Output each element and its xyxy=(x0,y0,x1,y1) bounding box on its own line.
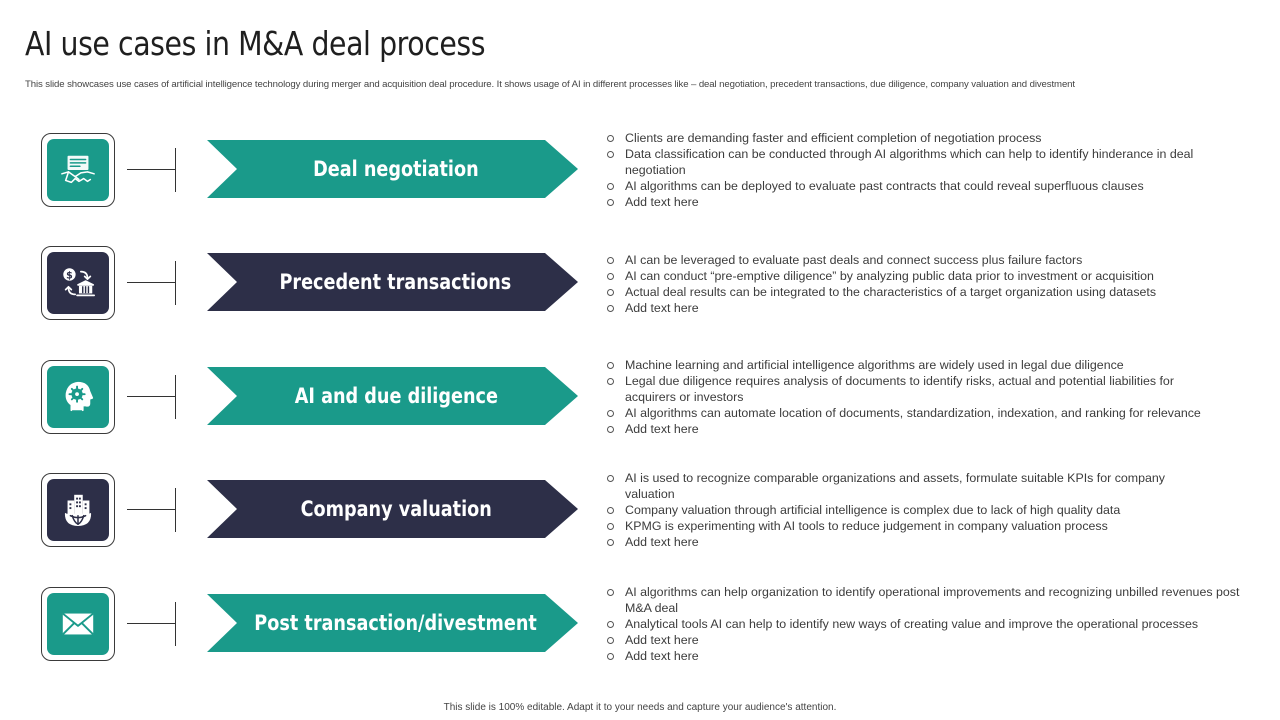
list-item: Actual deal results can be integrated to… xyxy=(606,284,1266,300)
banner-label: Deal negotiation xyxy=(313,157,479,181)
list-item: Data classification can be conducted thr… xyxy=(606,146,1266,178)
connector-line xyxy=(127,509,175,510)
banner-label: Post transaction/divestment xyxy=(254,611,538,635)
icon-frame xyxy=(41,587,115,661)
list-item: Add text here xyxy=(606,632,1266,648)
banner-ai-due-diligence: AI and due diligence xyxy=(207,367,578,425)
list-item: AI can conduct “pre-emptive diligence” b… xyxy=(606,268,1266,284)
list-item: Legal due diligence requires analysis of… xyxy=(606,373,1266,405)
connector-tick xyxy=(175,261,176,305)
connector-tick xyxy=(175,375,176,419)
list-item: Machine learning and artificial intellig… xyxy=(606,357,1266,373)
list-item: Add text here xyxy=(606,300,1266,316)
list-item: AI can be leveraged to evaluate past dea… xyxy=(606,252,1266,268)
envelope-icon xyxy=(47,593,109,655)
connector-line xyxy=(127,396,175,397)
list-item: AI algorithms can be deployed to evaluat… xyxy=(606,178,1266,194)
bullet-list: Clients are demanding faster and efficie… xyxy=(606,130,1266,210)
connector-line xyxy=(127,623,175,624)
banner-precedent-transactions: Precedent transactions xyxy=(207,253,578,311)
banner-post-transaction: Post transaction/divestment xyxy=(207,594,578,652)
ai-head-gear-icon xyxy=(47,366,109,428)
list-item: Add text here xyxy=(606,421,1266,437)
connector-tick xyxy=(175,148,176,192)
company-building-globe-icon xyxy=(47,479,109,541)
use-case-row-precedent-transactions: $ Precedent transactions AI can be lever… xyxy=(0,246,1280,336)
bullet-list: AI is used to recognize comparable organ… xyxy=(606,470,1266,550)
banner-company-valuation: Company valuation xyxy=(207,480,578,538)
use-case-row-ai-due-diligence: AI and due diligence Machine learning an… xyxy=(0,357,1280,450)
banner-label: Company valuation xyxy=(300,497,492,521)
money-bank-transfer-icon: $ xyxy=(47,252,109,314)
banner-deal-negotiation: Deal negotiation xyxy=(207,140,578,198)
use-case-row-post-transaction: Post transaction/divestment AI algorithm… xyxy=(0,584,1280,677)
bullet-list: AI algorithms can help organization to i… xyxy=(606,584,1266,664)
list-item: Add text here xyxy=(606,194,1266,210)
list-item: AI algorithms can help organization to i… xyxy=(606,584,1266,616)
icon-frame xyxy=(41,360,115,434)
list-item: Add text here xyxy=(606,534,1266,550)
list-item: Clients are demanding faster and efficie… xyxy=(606,130,1266,146)
bullet-list: AI can be leveraged to evaluate past dea… xyxy=(606,252,1266,316)
icon-frame xyxy=(41,133,115,207)
page-title: AI use cases in M&A deal process xyxy=(25,24,486,63)
footer-note: This slide is 100% editable. Adapt it to… xyxy=(443,702,837,713)
connector-line xyxy=(127,282,175,283)
handshake-contract-icon xyxy=(47,139,109,201)
icon-frame: $ xyxy=(41,246,115,320)
banner-label: AI and due diligence xyxy=(294,384,498,408)
banner-label: Precedent transactions xyxy=(279,270,512,294)
connector-tick xyxy=(175,488,176,532)
list-item: Analytical tools AI can help to identify… xyxy=(606,616,1266,632)
icon-frame xyxy=(41,473,115,547)
list-item: Company valuation through artificial int… xyxy=(606,502,1266,518)
connector-tick xyxy=(175,602,176,646)
list-item: KPMG is experimenting with AI tools to r… xyxy=(606,518,1266,534)
list-item: AI is used to recognize comparable organ… xyxy=(606,470,1266,502)
bullet-list: Machine learning and artificial intellig… xyxy=(606,357,1266,437)
page-subtitle: This slide showcases use cases of artifi… xyxy=(25,79,1075,90)
svg-text:$: $ xyxy=(66,270,73,281)
list-item: AI algorithms can automate location of d… xyxy=(606,405,1266,421)
list-item: Add text here xyxy=(606,648,1266,664)
connector-line xyxy=(127,169,175,170)
use-case-row-deal-negotiation: Deal negotiation Clients are demanding f… xyxy=(0,130,1280,223)
use-case-row-company-valuation: Company valuation AI is used to recogniz… xyxy=(0,470,1280,563)
